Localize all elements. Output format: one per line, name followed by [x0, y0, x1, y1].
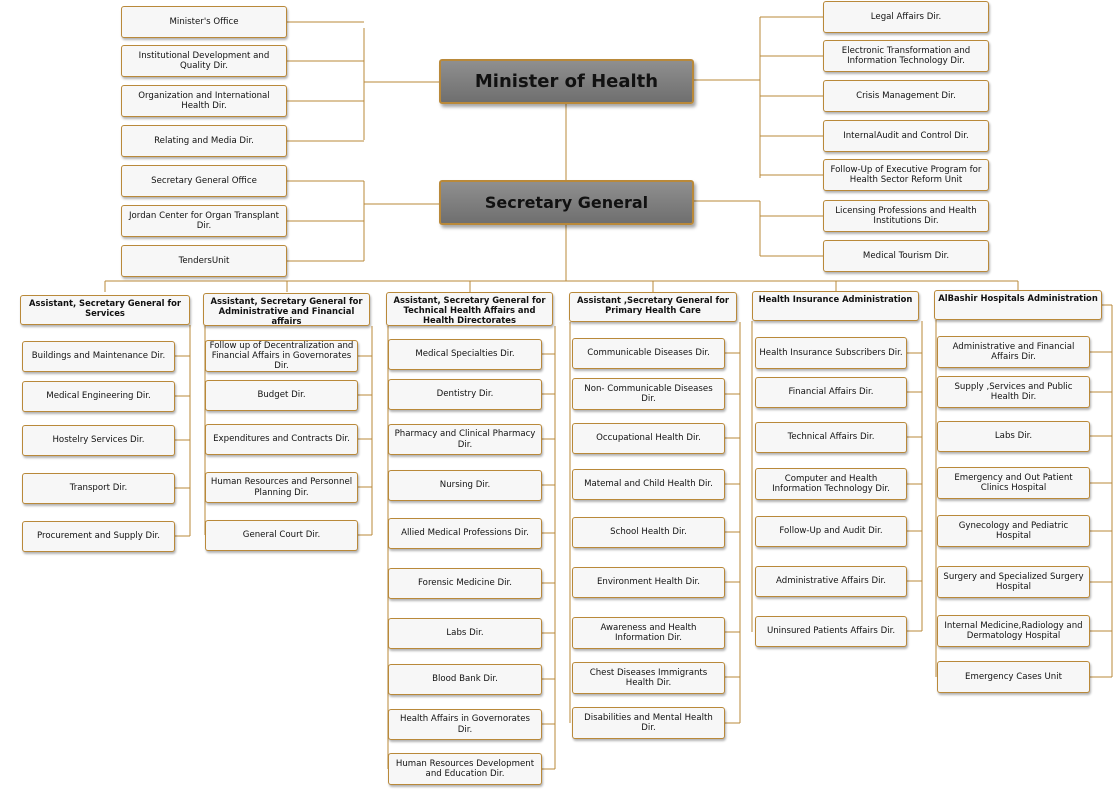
column-item: Surgery and Specialized Surgery Hospital — [937, 566, 1090, 598]
column-item: Nursing Dir. — [388, 470, 542, 501]
column-item: Medical Specialties Dir. — [388, 339, 542, 370]
column-item: Blood Bank Dir. — [388, 664, 542, 695]
column-item: Forensic Medicine Dir. — [388, 568, 542, 599]
column-item: Health Insurance Subscribers Dir. — [755, 337, 907, 369]
column-item: Hostelry Services Dir. — [22, 425, 175, 456]
column-item: Chest Diseases Immigrants Health Dir. — [572, 662, 725, 694]
minister-of-health-box: Minister of Health — [439, 59, 694, 104]
minister-left-box: Relating and Media Dir. — [121, 125, 287, 157]
column-item: Uninsured Patients Affairs Dir. — [755, 616, 907, 647]
column-item: Budget Dir. — [205, 380, 358, 411]
secretary-right-box: Medical Tourism Dir. — [823, 240, 989, 272]
column-item: Labs Dir. — [388, 618, 542, 649]
column-item: Medical Engineering Dir. — [22, 381, 175, 412]
column-item: Health Affairs in Governorates Dir. — [388, 709, 542, 740]
column-item: Computer and Health Information Technolo… — [755, 468, 907, 500]
column-item: Human Resources and Personnel Planning D… — [205, 472, 358, 503]
column-item: Follow up of Decentralization and Financ… — [205, 340, 358, 372]
minister-right-box: InternalAudit and Control Dir. — [823, 120, 989, 152]
column-item: Expenditures and Contracts Dir. — [205, 424, 358, 455]
minister-left-box: Minister's Office — [121, 6, 287, 38]
column-item: Pharmacy and Clinical Pharmacy Dir. — [388, 424, 542, 455]
secretary-left-box: TendersUnit — [121, 245, 287, 277]
column-item: Occupational Health Dir. — [572, 423, 725, 454]
column-item: Financial Affairs Dir. — [755, 377, 907, 408]
column-item: Technical Affairs Dir. — [755, 422, 907, 453]
column-item: School Health Dir. — [572, 517, 725, 548]
secretary-left-box: Jordan Center for Organ Transplant Dir. — [121, 205, 287, 237]
column-item: General Court Dir. — [205, 520, 358, 551]
column-item: Administrative Affairs Dir. — [755, 566, 907, 597]
minister-left-box: Institutional Development and Quality Di… — [121, 45, 287, 77]
column-item: Environment Health Dir. — [572, 567, 725, 598]
column-item: Matemal and Child Health Dir. — [572, 469, 725, 500]
column-item: Internal Medicine,Radiology and Dermatol… — [937, 615, 1090, 647]
column-head-health-insurance: Health Insurance Administration — [752, 291, 919, 321]
column-item: Supply ,Services and Public Health Dir. — [937, 376, 1090, 408]
minister-right-box: Follow-Up of Executive Program for Healt… — [823, 159, 989, 191]
column-head-technical-health: Assistant, Secretary General for Technic… — [386, 292, 553, 326]
column-item: Buildings and Maintenance Dir. — [22, 341, 175, 372]
minister-right-box: Legal Affairs Dir. — [823, 1, 989, 33]
column-item: Labs Dir. — [937, 421, 1090, 452]
minister-left-box: Organization and International Health Di… — [121, 85, 287, 117]
secretary-right-box: Licensing Professions and Health Institu… — [823, 200, 989, 232]
column-item: Awareness and Health Information Dir. — [572, 617, 725, 649]
column-item: Emergency and Out Patient Clinics Hospit… — [937, 467, 1090, 499]
column-head-albashir: AlBashir Hospitals Administration — [934, 290, 1102, 320]
column-item: Procurement and Supply Dir. — [22, 521, 175, 552]
column-item: Follow-Up and Audit Dir. — [755, 516, 907, 547]
column-head-admin-financial: Assistant, Secretary General for Adminis… — [203, 293, 370, 326]
column-item: Administrative and Financial Affairs Dir… — [937, 336, 1090, 368]
column-item: Non- Communicable Diseases Dir. — [572, 378, 725, 410]
minister-right-box: Crisis Management Dir. — [823, 80, 989, 112]
column-item: Disabilities and Mental Health Dir. — [572, 707, 725, 739]
column-item: Human Resources Development and Educatio… — [388, 753, 542, 785]
secretary-general-box: Secretary General — [439, 180, 694, 225]
column-item: Transport Dir. — [22, 473, 175, 504]
column-item: Communicable Diseases Dir. — [572, 338, 725, 369]
column-item: Emergency Cases Unit — [937, 661, 1090, 693]
minister-right-box: Electronic Transformation and Informatio… — [823, 40, 989, 72]
column-head-primary-health: Assistant ,Secretary General for Primary… — [569, 292, 737, 322]
column-item: Dentistry Dir. — [388, 379, 542, 410]
secretary-left-box: Secretary General Office — [121, 165, 287, 197]
column-head-services: Assistant, Secretary General for Service… — [20, 295, 190, 325]
column-item: Gynecology and Pediatric Hospital — [937, 515, 1090, 547]
column-item: Allied Medical Professions Dir. — [388, 518, 542, 549]
